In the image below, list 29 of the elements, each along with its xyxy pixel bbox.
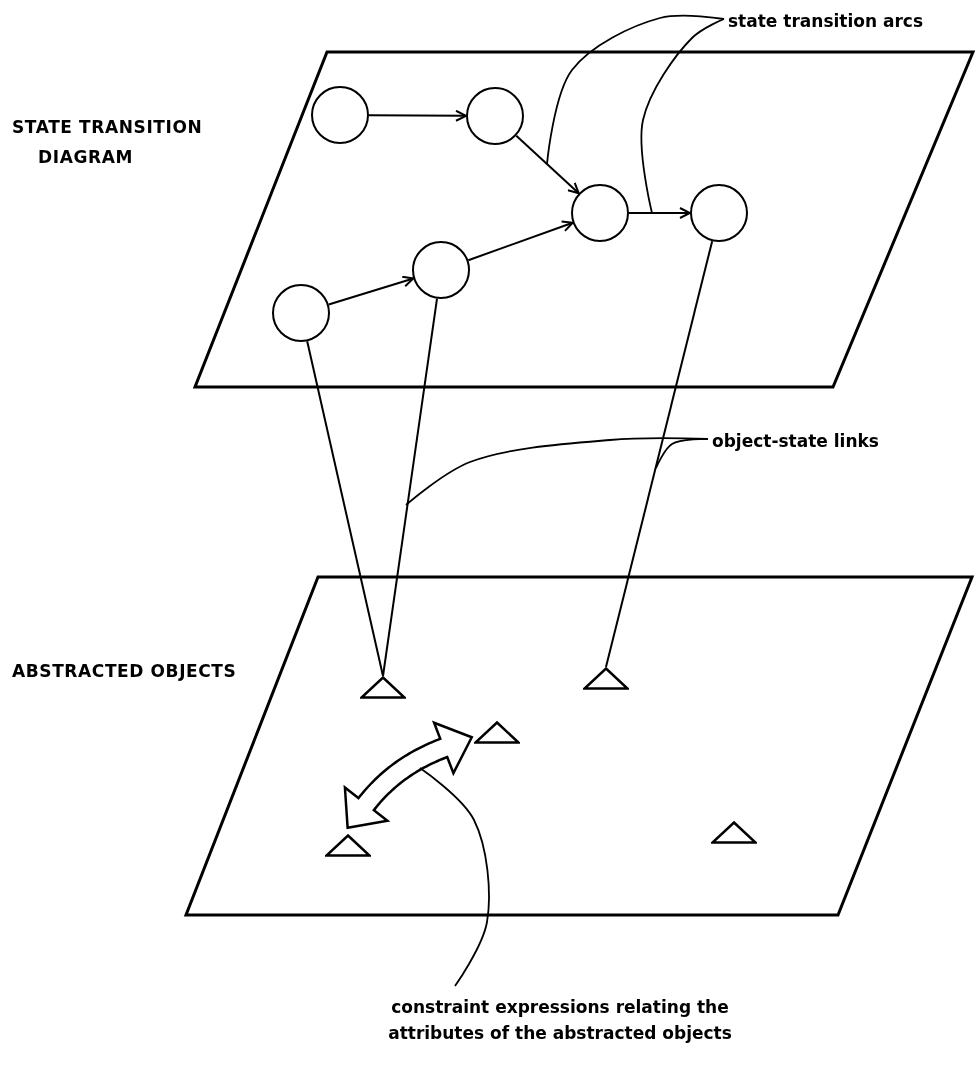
state-circle: [412, 241, 470, 299]
double-headed-block-arrow: [343, 721, 473, 829]
state-circle: [311, 86, 369, 144]
state-circle: [571, 184, 629, 242]
state-circle: [272, 284, 330, 342]
object-triangle: [360, 676, 406, 699]
callout-label: state transition arcs: [728, 8, 978, 34]
callout-label: constraint expressions relating the attributes of the abstracted objects: [345, 994, 775, 1046]
arrow: [327, 275, 415, 306]
leader-line: [546, 14, 725, 165]
leader-line: [419, 767, 490, 987]
leader-line: [640, 18, 725, 214]
object-triangle: [711, 821, 757, 844]
state-circle: [690, 184, 748, 242]
arrow: [515, 134, 580, 195]
object-triangle: [583, 667, 629, 690]
arrow: [368, 109, 467, 122]
leader-line: [655, 438, 709, 469]
arrow: [628, 207, 691, 219]
link-line: [382, 297, 438, 677]
link-line: [306, 340, 384, 677]
link-line: [605, 240, 714, 668]
object-triangle: [325, 834, 371, 857]
callout-label: object-state links: [712, 428, 942, 454]
plane-heading: STATE TRANSITION DIAGRAM: [12, 116, 204, 169]
object-triangle: [474, 721, 520, 744]
arrow: [467, 220, 574, 262]
plane-heading: ABSTRACTED OBJECTS: [12, 660, 238, 683]
state-circle: [466, 87, 524, 145]
